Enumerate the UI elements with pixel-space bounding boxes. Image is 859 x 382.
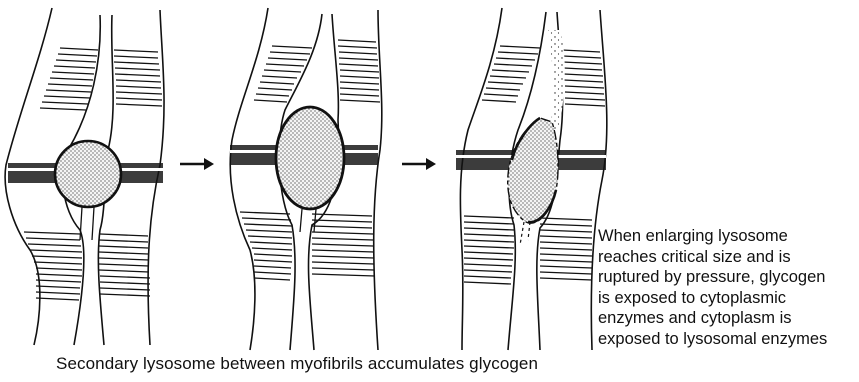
stage-1-lysosome: [55, 141, 121, 240]
rupture-explanation-text: When enlarging lysosome reaches critical…: [598, 226, 853, 349]
diagram-caption: Secondary lysosome between myofibrils ac…: [56, 354, 576, 374]
arrow-right-icon: [180, 158, 214, 170]
arrow-right-icon: [402, 158, 436, 170]
